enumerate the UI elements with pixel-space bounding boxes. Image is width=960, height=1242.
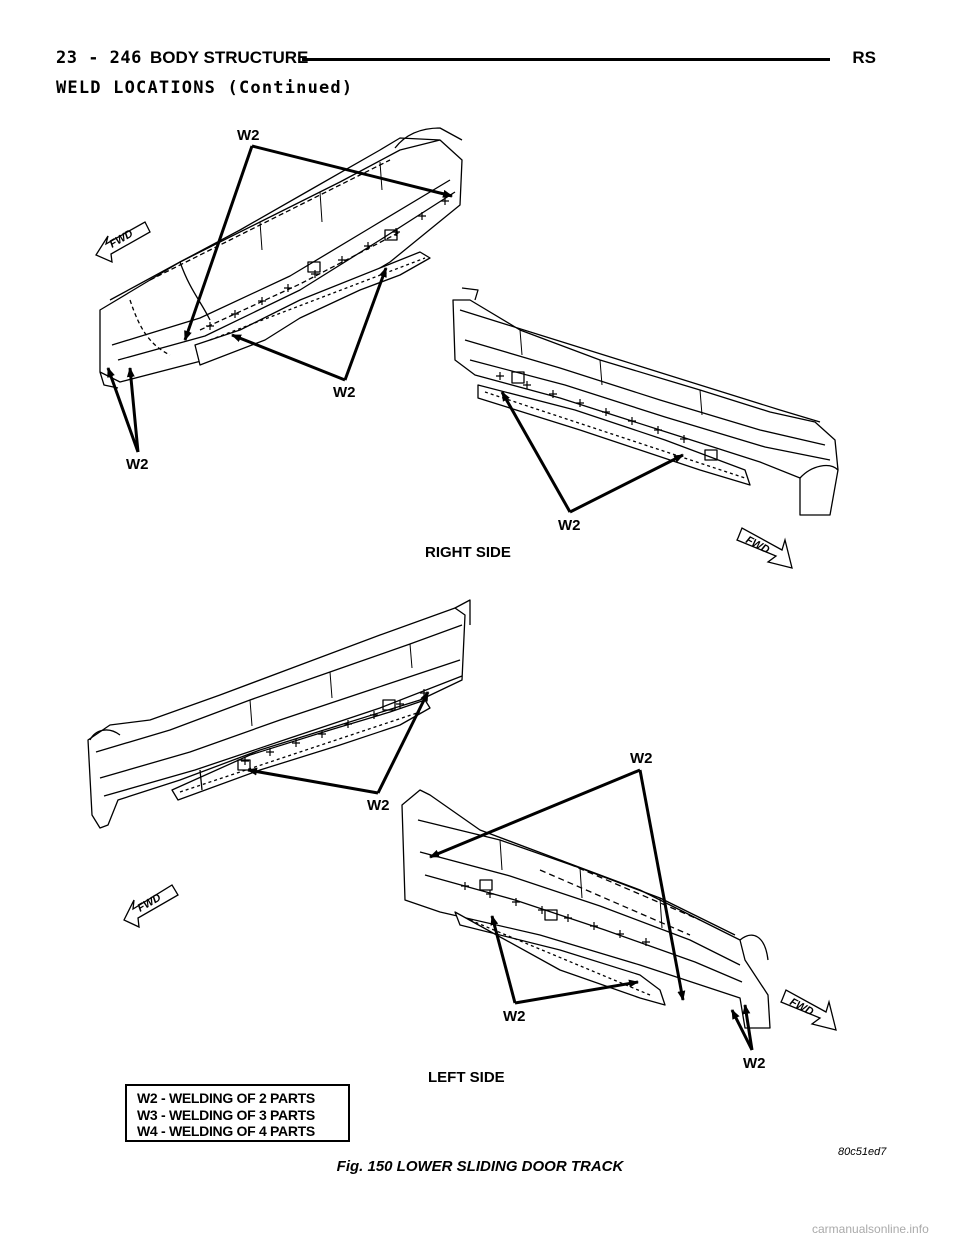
w2-callout: W2 <box>237 127 260 144</box>
legend-item-w4: W4 - WELDING OF 4 PARTS <box>137 1123 315 1139</box>
figure-id: 80c51ed7 <box>838 1146 887 1158</box>
w2-callout: W2 <box>743 1055 766 1072</box>
section-title: BODY STRUCTURE <box>150 48 309 67</box>
w2-callout: W2 <box>367 797 390 814</box>
page-header: 23 - 246 BODY STRUCTURE RS <box>56 48 876 72</box>
section-heading: WELD LOCATIONS (Continued) <box>56 78 354 98</box>
w2-callout: W2 <box>333 384 356 401</box>
left-side-label: LEFT SIDE <box>428 1069 505 1086</box>
model-code: RS <box>852 48 876 67</box>
fwd-arrow-icon <box>736 527 793 569</box>
left-side-weld-marks-2 <box>461 882 650 946</box>
w2-callout: W2 <box>503 1008 526 1025</box>
w2-callout: W2 <box>126 456 149 473</box>
right-side-part-rear <box>452 287 839 516</box>
left-side-part-front <box>87 599 471 829</box>
w2-callout: W2 <box>558 517 581 534</box>
page-number: 23 - 246 <box>56 48 142 68</box>
watermark: carmanualsonline.info <box>812 1222 929 1236</box>
right-side-part-front <box>99 127 463 389</box>
fwd-arrow-icon <box>780 989 837 1031</box>
figure-caption: Fig. 150 LOWER SLIDING DOOR TRACK <box>336 1158 624 1175</box>
right-side-weld-marks-1 <box>206 197 449 330</box>
right-side-label: RIGHT SIDE <box>425 544 511 561</box>
fwd-arrow-icon <box>95 221 151 264</box>
weld-legend: W2 - WELDING OF 2 PARTS W3 - WELDING OF … <box>125 1084 350 1142</box>
legend-item-w2: W2 - WELDING OF 2 PARTS <box>137 1090 315 1106</box>
fwd-label: FWD <box>744 534 772 556</box>
header-rule <box>302 58 830 61</box>
right-side-weld-marks-2 <box>496 372 688 443</box>
fwd-label: FWD <box>788 996 816 1018</box>
fwd-arrow-icon <box>123 884 179 929</box>
w2-callout: W2 <box>630 750 653 767</box>
weld-callout-leaders <box>106 144 754 1051</box>
legend-item-w3: W3 - WELDING OF 3 PARTS <box>137 1106 315 1123</box>
